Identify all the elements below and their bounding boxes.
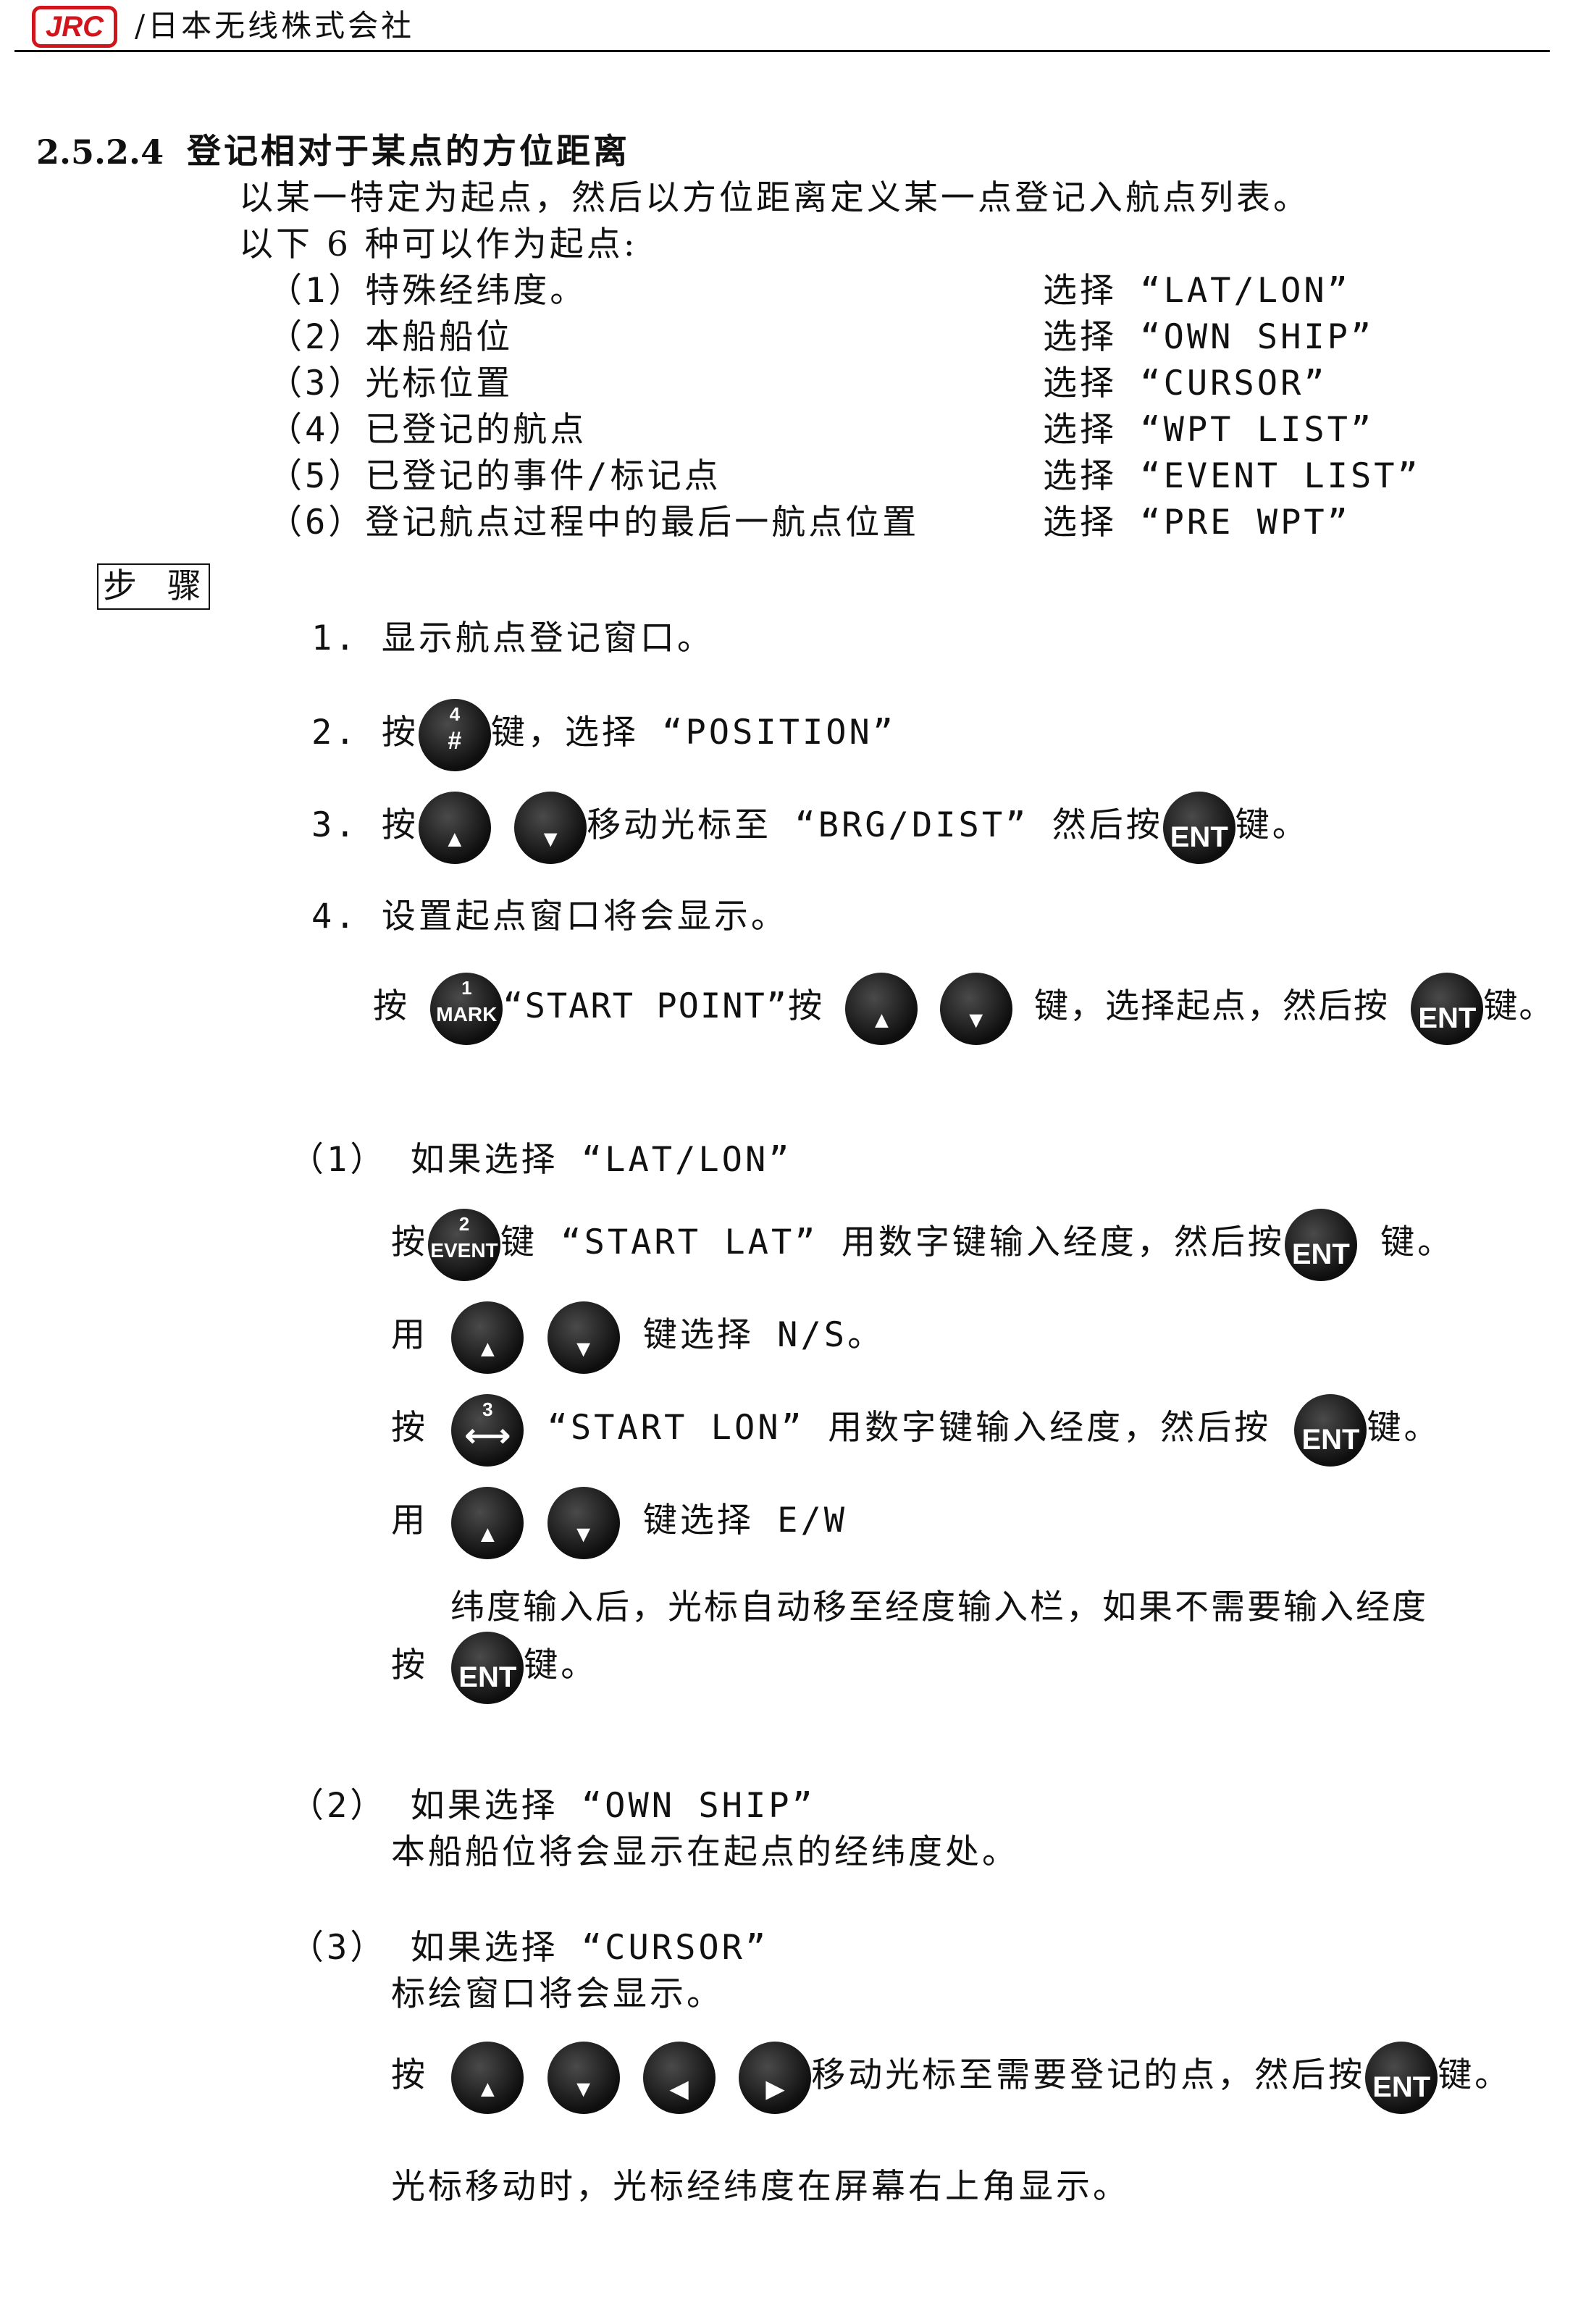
sub1-line-1-b: 键 “START LAT” 用数字键输入经度，然后按 xyxy=(500,1222,1285,1262)
step-3-text-a: 3. 按 xyxy=(311,805,419,845)
sub1-note-2-a: 按 xyxy=(391,1645,428,1685)
ent-key-icon: ENT xyxy=(1294,1393,1367,1467)
down-arrow-key-icon: ▼ xyxy=(547,2041,620,2114)
down-arrow-key-icon: ▼ xyxy=(939,972,1012,1045)
sub1-line-4-b: 键选择 E/W xyxy=(642,1501,848,1540)
sub1-line-3-b: “START LON” 用数字键输入经度，然后按 xyxy=(547,1408,1272,1448)
down-arrow-key-icon: ▼ xyxy=(547,1301,620,1374)
up-arrow-key-icon: ▲ xyxy=(451,1486,524,1559)
sub1-line-2: 用 ▲ ▼ 键选择 N/S。 xyxy=(391,1292,884,1379)
sub1-line-1-c: 键。 xyxy=(1380,1222,1455,1262)
option-3-label: （3）光标位置 xyxy=(268,364,513,403)
step-2-text-b: 键，选择 “POSITION” xyxy=(490,713,897,752)
sub3-line-1-b: 移动光标至需要登记的点，然后按 xyxy=(811,2055,1366,2095)
hash-key-icon: 4# xyxy=(418,698,491,771)
step-4: 4. 设置起点窗口将会显示。 xyxy=(311,897,788,936)
sub2-text: 本船船位将会显示在起点的经纬度处。 xyxy=(391,1832,1019,1872)
arrow-3-key-icon: 3⟷ xyxy=(451,1393,524,1467)
option-3-select: 选择 “CURSOR” xyxy=(1043,364,1327,403)
up-arrow-key-icon: ▲ xyxy=(845,972,918,1045)
sub1-title: （1） 如果选择 “LAT/LON” xyxy=(290,1140,792,1180)
option-5-label: （5）已登记的事件/标记点 xyxy=(268,456,721,496)
sub1-line-3-c: 键。 xyxy=(1367,1408,1441,1448)
sub1-line-4-a: 用 xyxy=(391,1501,428,1540)
option-5-select: 选择 “EVENT LIST” xyxy=(1043,456,1421,496)
option-4-select: 选择 “WPT LIST” xyxy=(1043,410,1375,450)
section-number: 2.5.2.4 xyxy=(36,133,164,172)
step-4-text-a: 按 xyxy=(373,986,408,1026)
step-4-text-b: “START POINT”按 xyxy=(503,986,824,1026)
ent-key-icon: ENT xyxy=(1284,1208,1357,1281)
option-6-label: （6）登记航点过程中的最后一航点位置 xyxy=(268,503,920,542)
sub1-line-2-a: 用 xyxy=(391,1315,428,1355)
step-3-text-b: 移动光标至 “BRG/DIST” 然后按 xyxy=(587,805,1163,845)
option-4-label: （4）已登记的航点 xyxy=(268,410,587,450)
sub1-line-2-b: 键选择 N/S。 xyxy=(642,1315,885,1355)
section-title: 登记相对于某点的方位距离 xyxy=(187,132,630,172)
right-arrow-key-icon: ▶ xyxy=(739,2041,812,2114)
header-divider xyxy=(14,50,1550,52)
sub3-text-2: 光标移动时，光标经纬度在屏幕右上角显示。 xyxy=(391,2167,1130,2207)
sub3-line-1-c: 键。 xyxy=(1438,2055,1512,2095)
ent-key-icon: ENT xyxy=(451,1631,524,1704)
sub1-line-1-a: 按 xyxy=(391,1222,428,1262)
left-arrow-key-icon: ◀ xyxy=(642,2041,716,2114)
up-arrow-key-icon: ▲ xyxy=(451,2041,524,2114)
step-3-text-c: 键。 xyxy=(1235,805,1309,845)
option-6-select: 选择 “PRE WPT” xyxy=(1043,503,1351,542)
jrc-logo: JRC xyxy=(32,6,117,48)
sub1-note-2-b: 键。 xyxy=(524,1645,598,1685)
down-arrow-key-icon: ▼ xyxy=(514,791,587,864)
sub1-note-1: 纬度输入后，光标自动移至经度输入栏，如果不需要输入经度 xyxy=(450,1587,1428,1627)
steps-label: 步 骤 xyxy=(97,563,210,610)
step-1: 1. 显示航点登记窗口。 xyxy=(311,618,714,658)
option-1-label: （1）特殊经纬度。 xyxy=(268,271,587,311)
up-arrow-key-icon: ▲ xyxy=(418,791,491,864)
sub3-text: 标绘窗口将会显示。 xyxy=(391,1974,723,2014)
ent-key-icon: ENT xyxy=(1162,791,1235,864)
step-4-text-c: 键，选择起点，然后按 xyxy=(1034,986,1390,1026)
intro-line-2: 以下 6 种可以作为起点: xyxy=(239,225,638,264)
option-2-select: 选择 “OWN SHIP” xyxy=(1043,317,1375,357)
sub2-title: （2） 如果选择 “OWN SHIP” xyxy=(290,1786,815,1826)
sub3-title: （3） 如果选择 “CURSOR” xyxy=(290,1928,769,1968)
option-1-select: 选择 “LAT/LON” xyxy=(1043,271,1351,311)
option-2-label: （2）本船船位 xyxy=(268,317,513,357)
ent-key-icon: ENT xyxy=(1365,2041,1438,2114)
sub3-line-1-a: 按 xyxy=(391,2055,428,2095)
up-arrow-key-icon: ▲ xyxy=(451,1301,524,1374)
intro-line-1: 以某一特定为起点，然后以方位距离定义某一点登记入航点列表。 xyxy=(239,178,1310,218)
down-arrow-key-icon: ▼ xyxy=(547,1486,620,1559)
step-2-text-a: 2. 按 xyxy=(311,713,419,752)
sub1-line-3-a: 按 xyxy=(391,1408,428,1448)
step-4-text-d: 键。 xyxy=(1483,986,1555,1026)
ent-key-icon: ENT xyxy=(1411,972,1484,1045)
sub1-line-4: 用 ▲ ▼ 键选择 E/W xyxy=(391,1477,847,1564)
company-name: /日本无线株式会社 xyxy=(135,8,415,43)
